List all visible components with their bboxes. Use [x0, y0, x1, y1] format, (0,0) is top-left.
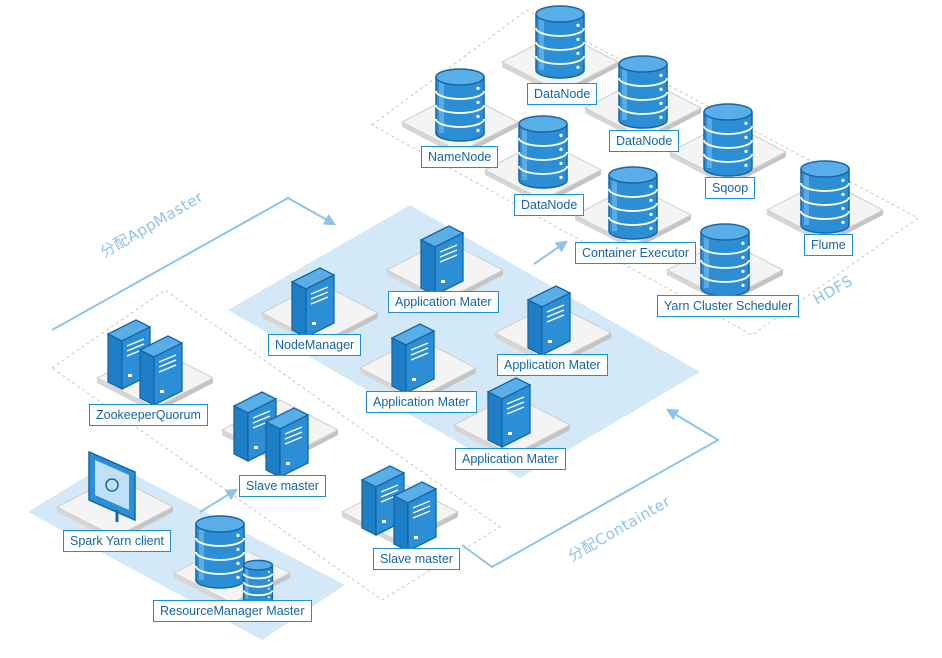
application-mater-2-server-icon	[526, 285, 572, 357]
container-executor-icon	[608, 166, 658, 240]
datanode-label-right[interactable]: DataNode	[609, 130, 680, 152]
datanode-label-top[interactable]: DataNode	[527, 83, 598, 105]
sqoop-icon	[703, 103, 753, 177]
datanode-top-icon	[535, 5, 585, 79]
application-mater-3-server-icon	[390, 323, 436, 395]
monitor-icon	[88, 450, 136, 522]
hdfs-zone	[371, 9, 919, 336]
application-mater-4-server-icon	[486, 377, 532, 449]
namenode-label[interactable]: NameNode	[421, 146, 499, 168]
datanode-mid-icon	[518, 115, 568, 189]
nodemanager-server-icon	[290, 267, 336, 339]
application-mater-label-3[interactable]: Application Mater	[366, 391, 477, 413]
application-mater-label-1[interactable]: Application Mater	[388, 291, 499, 313]
flume-label[interactable]: Flume	[804, 234, 853, 256]
yarn-cluster-scheduler-label[interactable]: Yarn Cluster Scheduler	[657, 295, 800, 317]
spark-yarn-client-label[interactable]: Spark Yarn client	[63, 530, 172, 552]
datanode-label-mid[interactable]: DataNode	[514, 194, 585, 216]
yarn-cluster-scheduler-icon	[700, 223, 750, 297]
flume-icon	[800, 160, 850, 234]
application-mater-label-4[interactable]: Application Mater	[455, 448, 566, 470]
resourcemanager-db-icon	[195, 515, 245, 589]
resourcemanager-db-small-icon	[242, 559, 274, 605]
flow-arrow-client-slave	[199, 488, 239, 513]
slave-master-2-server-icon-b	[392, 481, 438, 553]
slave-master-1-server-icon-b	[264, 407, 310, 479]
namenode-icon	[435, 68, 485, 142]
resourcemanager-master-label[interactable]: ResourceManager Master	[153, 600, 312, 622]
zookeeper-server-icon-b	[138, 335, 184, 407]
flow-arrow-to-executor	[533, 240, 568, 265]
flow-arrow-appmaster	[51, 196, 337, 331]
cluster-zone	[51, 289, 501, 601]
zookeeper-server-icon-a	[106, 319, 152, 391]
flow-arrow-container	[461, 408, 720, 569]
container-executor-label[interactable]: Container Executor	[575, 242, 697, 264]
sqoop-label[interactable]: Sqoop	[705, 177, 756, 199]
zookeeper-quorum-label[interactable]: ZookeeperQuorum	[89, 404, 208, 426]
slave-master-label-2[interactable]: Slave master	[373, 548, 460, 570]
application-zone	[228, 205, 700, 478]
application-mater-1-server-icon	[419, 225, 465, 297]
datanode-right-icon	[618, 55, 668, 129]
application-mater-label-2[interactable]: Application Mater	[497, 354, 608, 376]
slave-master-label-1[interactable]: Slave master	[239, 475, 326, 497]
nodemanager-label[interactable]: NodeManager	[268, 334, 362, 356]
